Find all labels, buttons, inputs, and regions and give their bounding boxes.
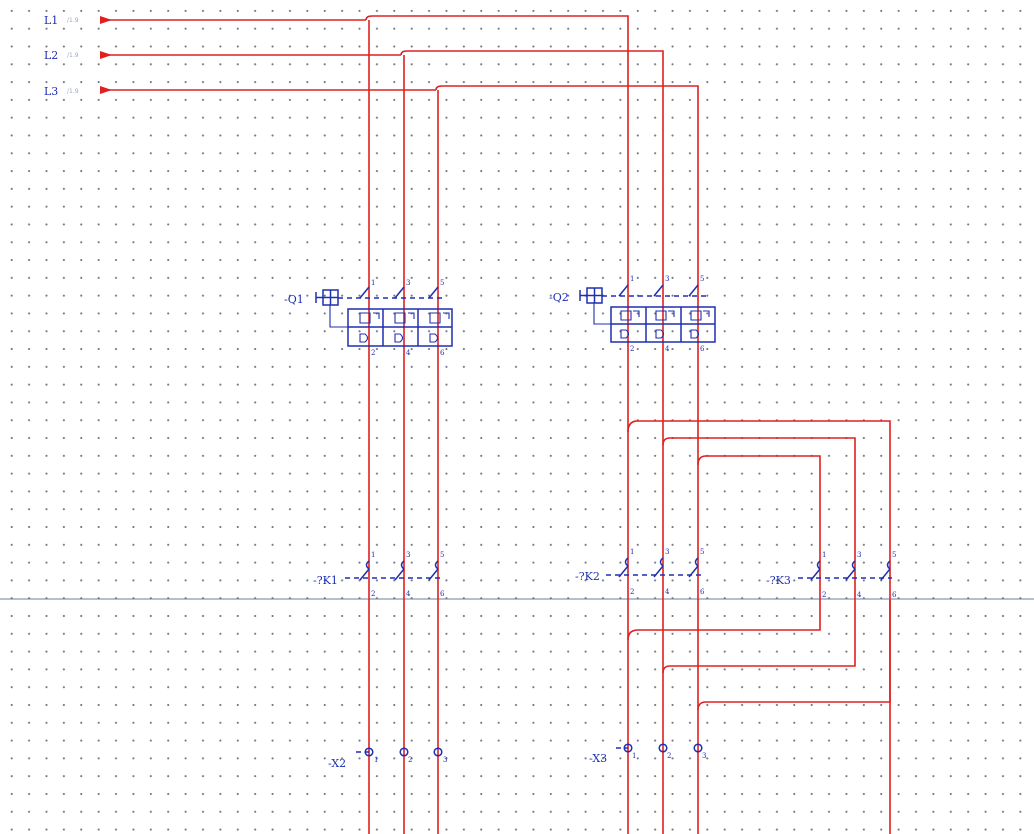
terminal-x2[interactable]: -X2 1 2 3 — [328, 747, 447, 770]
terminal-circle-icon — [693, 743, 703, 753]
pin-label: 3 — [406, 551, 410, 559]
pin-label: 1 — [630, 548, 634, 556]
contactor-k3[interactable]: -?K3 1 3 5 2 4 6 — [766, 551, 897, 599]
bus-label-l3: L3 — [44, 85, 58, 98]
terminal-circle-icon — [399, 747, 409, 757]
pin-label: 5 — [700, 548, 704, 556]
terminal-label-x2: -X2 — [328, 757, 346, 770]
pin-label: 5 — [440, 279, 444, 287]
pin-label: 5 — [700, 275, 704, 283]
terminal-circle-icon — [623, 743, 633, 753]
pin-label: 3 — [665, 548, 669, 556]
breaker-q1[interactable]: -Q1 1 3 5 2 4 6 — [284, 279, 453, 357]
bus-label-l1: L1 — [44, 14, 58, 27]
bus-label-l2: L2 — [44, 49, 58, 62]
k3-loop-wires — [627, 420, 891, 834]
contactor-k2[interactable]: -?K2 1 3 5 2 4 6 — [575, 548, 705, 596]
contactor-k1[interactable]: -?K1 1 3 5 2 4 6 — [313, 551, 445, 598]
pin-label: 1 — [371, 551, 375, 559]
pin-label: 6 — [440, 349, 445, 357]
contactor-label-k3: -?K3 — [766, 574, 791, 587]
terminal-circle-icon — [658, 743, 668, 753]
arrow-icon — [100, 51, 112, 59]
bus-l1[interactable]: L1 /1.9 — [44, 14, 629, 834]
pin-label: 5 — [440, 551, 444, 559]
pin-label: 1 — [374, 756, 378, 764]
pin-label: 3 — [443, 756, 447, 764]
terminal-circle-icon — [433, 747, 443, 757]
terminal-circle-icon — [364, 747, 374, 757]
pin-label: 1 — [371, 279, 375, 287]
arrow-icon — [100, 16, 112, 24]
pin-label: 4 — [406, 349, 411, 357]
pin-label: 2 — [371, 349, 375, 357]
pin-label: 6 — [440, 590, 445, 598]
pin-label: 3 — [406, 279, 410, 287]
pin-label: 1 — [822, 551, 826, 559]
contactor-label-k1: -?K1 — [313, 574, 338, 587]
terminal-x3[interactable]: -X3 1 2 3 — [589, 743, 706, 765]
bus-l3[interactable]: L3 /1.9 — [44, 85, 699, 834]
pin-label: 4 — [665, 588, 670, 596]
pin-label: 4 — [857, 591, 862, 599]
breaker-label-q2: -Q2 — [549, 291, 569, 304]
bus-ref-l3: /1.9 — [67, 88, 79, 95]
pin-label: 2 — [371, 590, 375, 598]
pin-label: 1 — [632, 752, 636, 760]
pin-label: 2 — [408, 756, 412, 764]
breaker-label-q1: -Q1 — [284, 293, 304, 306]
pin-label: 6 — [700, 345, 705, 353]
pin-label: 4 — [665, 345, 670, 353]
bus-l2[interactable]: L2 /1.9 — [44, 49, 664, 834]
pin-label: 6 — [700, 588, 705, 596]
pin-label: 3 — [665, 275, 669, 283]
pin-label: 4 — [406, 590, 411, 598]
pin-label: 3 — [857, 551, 861, 559]
pin-label: 2 — [667, 752, 671, 760]
pin-label: 3 — [702, 752, 706, 760]
pin-label: 1 — [630, 275, 634, 283]
arrow-icon — [100, 86, 112, 94]
pin-label: 5 — [892, 551, 896, 559]
terminal-label-x3: -X3 — [589, 752, 607, 765]
bus-ref-l1: /1.9 — [67, 17, 79, 24]
pin-label: 2 — [630, 345, 634, 353]
branch-left-wires — [368, 20, 439, 834]
contactor-label-k2: -?K2 — [575, 570, 600, 583]
pin-label: 6 — [892, 591, 897, 599]
pin-label: 2 — [630, 588, 634, 596]
bus-ref-l2: /1.9 — [67, 52, 79, 59]
pin-label: 2 — [822, 591, 826, 599]
breaker-q2[interactable]: -Q2 1 3 5 2 4 6 — [549, 275, 716, 353]
